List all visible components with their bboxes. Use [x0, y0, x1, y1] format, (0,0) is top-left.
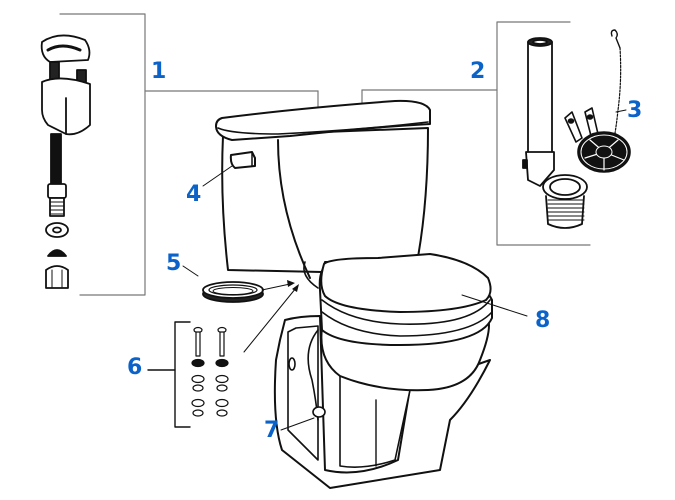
flapper-icon [564, 29, 631, 173]
toilet-tank-icon [215, 99, 431, 279]
callout-4: 4 [186, 182, 202, 207]
bolts-washers-icon [147, 321, 229, 428]
leader-lines [182, 109, 627, 431]
flush-valve-icon [522, 37, 588, 229]
callout-8: 8 [535, 308, 551, 333]
toilet-bowl-icon [273, 253, 493, 489]
callout-2: 2 [470, 59, 486, 84]
callout-3: 3 [627, 98, 643, 123]
fill-valve-icon [40, 34, 91, 289]
callout-7: 7 [264, 418, 280, 443]
callout-6: 6 [127, 355, 143, 380]
callout-5: 5 [166, 251, 182, 276]
gasket-icon [202, 281, 264, 303]
callout-1: 1 [151, 59, 167, 84]
